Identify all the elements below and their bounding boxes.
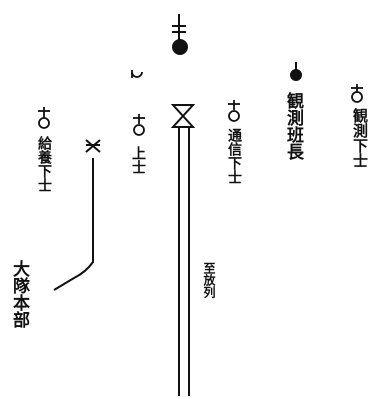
label-observation-chief: 観測班長 bbox=[283, 92, 303, 160]
route-x-symbol bbox=[85, 139, 101, 153]
rations-ensign-symbol bbox=[38, 107, 50, 129]
label-rations-ensign: 給養下士 bbox=[36, 136, 52, 192]
label-communication-ensign: 通信下士 bbox=[226, 128, 242, 184]
road-double-line bbox=[178, 128, 190, 396]
guidon-hourglass-symbol bbox=[170, 104, 196, 128]
label-to-release-point: 至放列 bbox=[202, 262, 216, 298]
observation-ensign-symbol bbox=[351, 84, 363, 103]
communication-ensign-symbol bbox=[228, 100, 240, 122]
label-observation-ensign: 観測下士 bbox=[351, 108, 369, 168]
small-open-symbol bbox=[131, 70, 143, 78]
route-line-to-hq bbox=[53, 158, 94, 291]
chief-filled-symbol bbox=[290, 62, 302, 81]
commander-filled-symbol bbox=[172, 14, 188, 55]
label-ensign: 上士 bbox=[130, 146, 146, 174]
ensign-symbol bbox=[133, 114, 145, 136]
label-battalion-hq: 大隊本部 bbox=[9, 260, 29, 328]
